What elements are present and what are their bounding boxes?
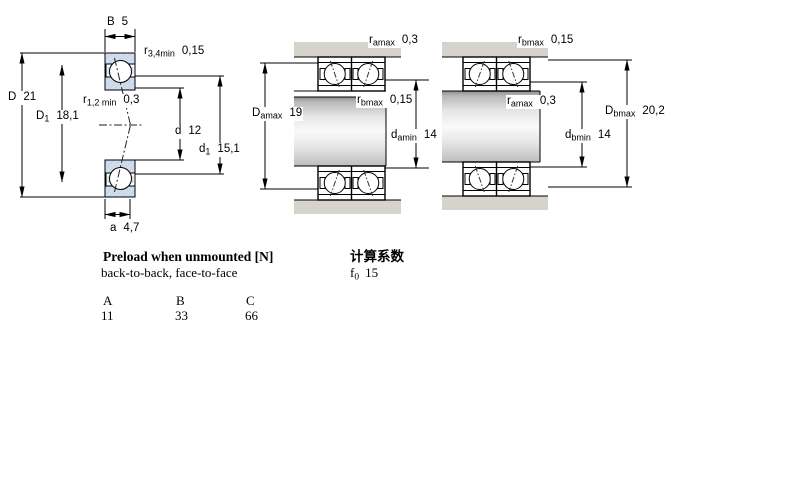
bearing-pair-top [317,56,386,92]
bearing-section-top [104,52,136,91]
shaft [294,97,386,166]
bearing-pair-top [462,56,531,92]
ball [109,60,132,83]
preload-value-c: 66 [245,308,258,323]
ball [109,167,132,190]
preload-subtitle: back-to-back, face-to-face [101,265,238,280]
preload-title: Preload when unmounted [N] [103,249,274,264]
preload-value-b: 33 [175,308,188,323]
bearing-pair-bottom [462,161,531,197]
preload-col-b: B [176,293,185,308]
contact-line-bottom [114,124,131,193]
housing-bottom [442,196,548,210]
bearing-pair-bottom [317,165,386,201]
mounted-pair-figure-b [442,42,632,210]
calculation-title: 计算系数 [350,249,404,264]
preload-col-a: A [103,293,113,308]
preload-col-c: C [246,293,255,308]
bearing-cross-section-figure [19,29,224,219]
housing-bottom [294,200,401,214]
contact-line-top [114,57,131,126]
mounted-pair-figure-a [260,42,429,214]
bearing-section-bottom [104,159,136,198]
preload-value-a: 11 [101,308,114,323]
